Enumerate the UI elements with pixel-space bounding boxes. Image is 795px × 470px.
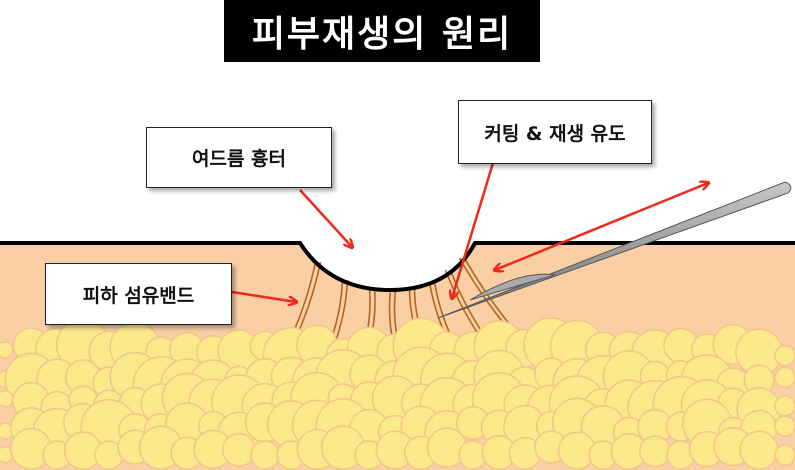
needle-bevel <box>469 273 556 301</box>
fat-cell <box>774 444 795 466</box>
arrow-needle-motion <box>495 183 708 270</box>
skin-surface-line <box>0 241 795 293</box>
fat-cell <box>0 341 14 359</box>
page-title: 피부재생의 원리 <box>224 0 540 62</box>
label-cutting: 커팅 & 재생 유도 <box>458 100 652 164</box>
fat-cell <box>250 440 280 470</box>
label-fibrous-band: 피하 섬유밴드 <box>45 263 232 325</box>
fat-layer <box>0 317 795 470</box>
arrow-fibrous <box>231 290 296 302</box>
fat-cell <box>639 435 671 468</box>
fat-cell <box>222 432 256 467</box>
fat-cell <box>774 395 795 417</box>
fat-cell <box>739 430 779 470</box>
fat-cell <box>774 366 795 389</box>
fat-cell <box>774 415 795 437</box>
label-acne-scar: 여드름 흉터 <box>146 127 332 188</box>
fat-cell <box>774 344 795 367</box>
fat-cell <box>0 390 14 408</box>
arrow-cutting <box>452 162 495 298</box>
arrow-scar <box>299 189 352 247</box>
